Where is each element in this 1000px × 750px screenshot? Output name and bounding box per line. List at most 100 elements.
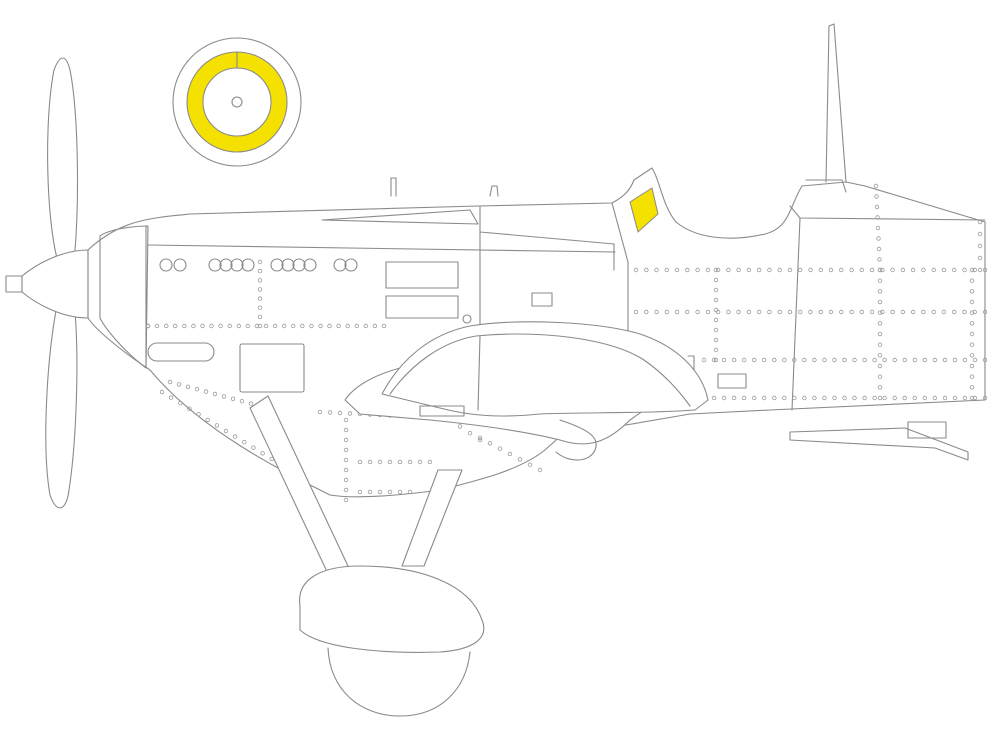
rivet [345, 323, 350, 329]
rivet [842, 395, 847, 401]
wheel-lower [327, 647, 471, 717]
rivet [347, 411, 353, 416]
aerial-mast-front [390, 177, 397, 197]
rivet [327, 410, 333, 415]
rivet [962, 357, 968, 363]
rivet [367, 489, 373, 495]
rivet [185, 384, 191, 389]
rivet [862, 395, 867, 401]
tail-panel-line [791, 217, 801, 411]
rivet [713, 337, 719, 343]
rivet [343, 437, 349, 443]
rivet [798, 267, 803, 273]
rivet [746, 309, 752, 315]
propeller-blade-upper [47, 57, 79, 263]
exhaust-stub-6 [241, 258, 255, 272]
rivet [487, 441, 493, 446]
rivet [882, 357, 887, 363]
rivet [798, 309, 803, 315]
rivet [772, 357, 777, 363]
rivet [230, 396, 236, 401]
rivet [972, 395, 978, 401]
rivet [633, 309, 639, 315]
rivet [163, 323, 169, 329]
rivet [251, 445, 256, 450]
rivet [741, 395, 747, 401]
rivet [337, 410, 343, 416]
rivet [172, 323, 178, 329]
rivet [257, 287, 263, 292]
rivet [969, 374, 975, 379]
fuselage-hatches [147, 258, 747, 393]
rivet [457, 424, 463, 429]
rivet [236, 323, 241, 329]
rear-hatch [717, 373, 747, 389]
rivet [802, 395, 807, 401]
rivet [977, 231, 983, 237]
gear-strut-rear [401, 469, 463, 567]
rivet [701, 357, 707, 363]
rivet [969, 353, 975, 358]
rivet [695, 267, 700, 273]
rivet [300, 323, 305, 329]
rivet [877, 385, 883, 390]
rivet [972, 267, 977, 273]
rivet [767, 267, 772, 273]
rivet [890, 309, 895, 315]
rivet [877, 374, 883, 379]
rivet [892, 357, 897, 363]
rivet [877, 299, 883, 305]
rivet [877, 289, 883, 294]
rivet [912, 357, 917, 363]
nose-cowling-panel [99, 225, 149, 369]
rivet [674, 267, 680, 273]
rivet [713, 307, 719, 313]
roundel-outer-circle [172, 37, 302, 167]
wing-upper-surface [381, 321, 709, 417]
rivet [942, 395, 948, 401]
propeller-blade-lower [45, 299, 78, 509]
exhaust-stub-5 [230, 258, 244, 272]
rivet [952, 267, 957, 273]
wing-lower-fillet [555, 419, 597, 461]
rivet [792, 395, 797, 401]
rivet [291, 323, 296, 329]
rivet [343, 457, 349, 463]
rivet [387, 489, 393, 495]
rivet [746, 267, 752, 273]
rivet [874, 204, 880, 210]
tail-skid [789, 427, 969, 461]
rivet [932, 357, 937, 363]
rivet [767, 309, 772, 315]
rivet [154, 323, 160, 329]
rivet [205, 417, 210, 423]
rivet [839, 309, 844, 315]
rivet [713, 357, 719, 363]
rivet [357, 459, 363, 465]
rivet [877, 267, 883, 273]
rivet [715, 267, 721, 273]
rivet [713, 277, 719, 283]
rivet [828, 309, 834, 315]
rivet [757, 267, 762, 273]
rivet [962, 267, 967, 273]
landing-gear [249, 395, 485, 717]
rivet [711, 357, 717, 363]
rivet [705, 309, 711, 315]
rivet [969, 395, 975, 401]
rivet [877, 278, 883, 283]
rivet [654, 309, 659, 315]
rivet [726, 309, 731, 315]
rivet [808, 309, 813, 315]
rivet [762, 357, 767, 363]
rivet [517, 457, 523, 462]
exhaust-stub-9 [292, 258, 306, 272]
rivet [875, 225, 881, 231]
rivet [477, 435, 483, 441]
rivet [931, 309, 936, 315]
rivet [972, 309, 977, 315]
rivet [343, 467, 349, 473]
spine-line [147, 244, 616, 253]
rivet [713, 327, 719, 333]
